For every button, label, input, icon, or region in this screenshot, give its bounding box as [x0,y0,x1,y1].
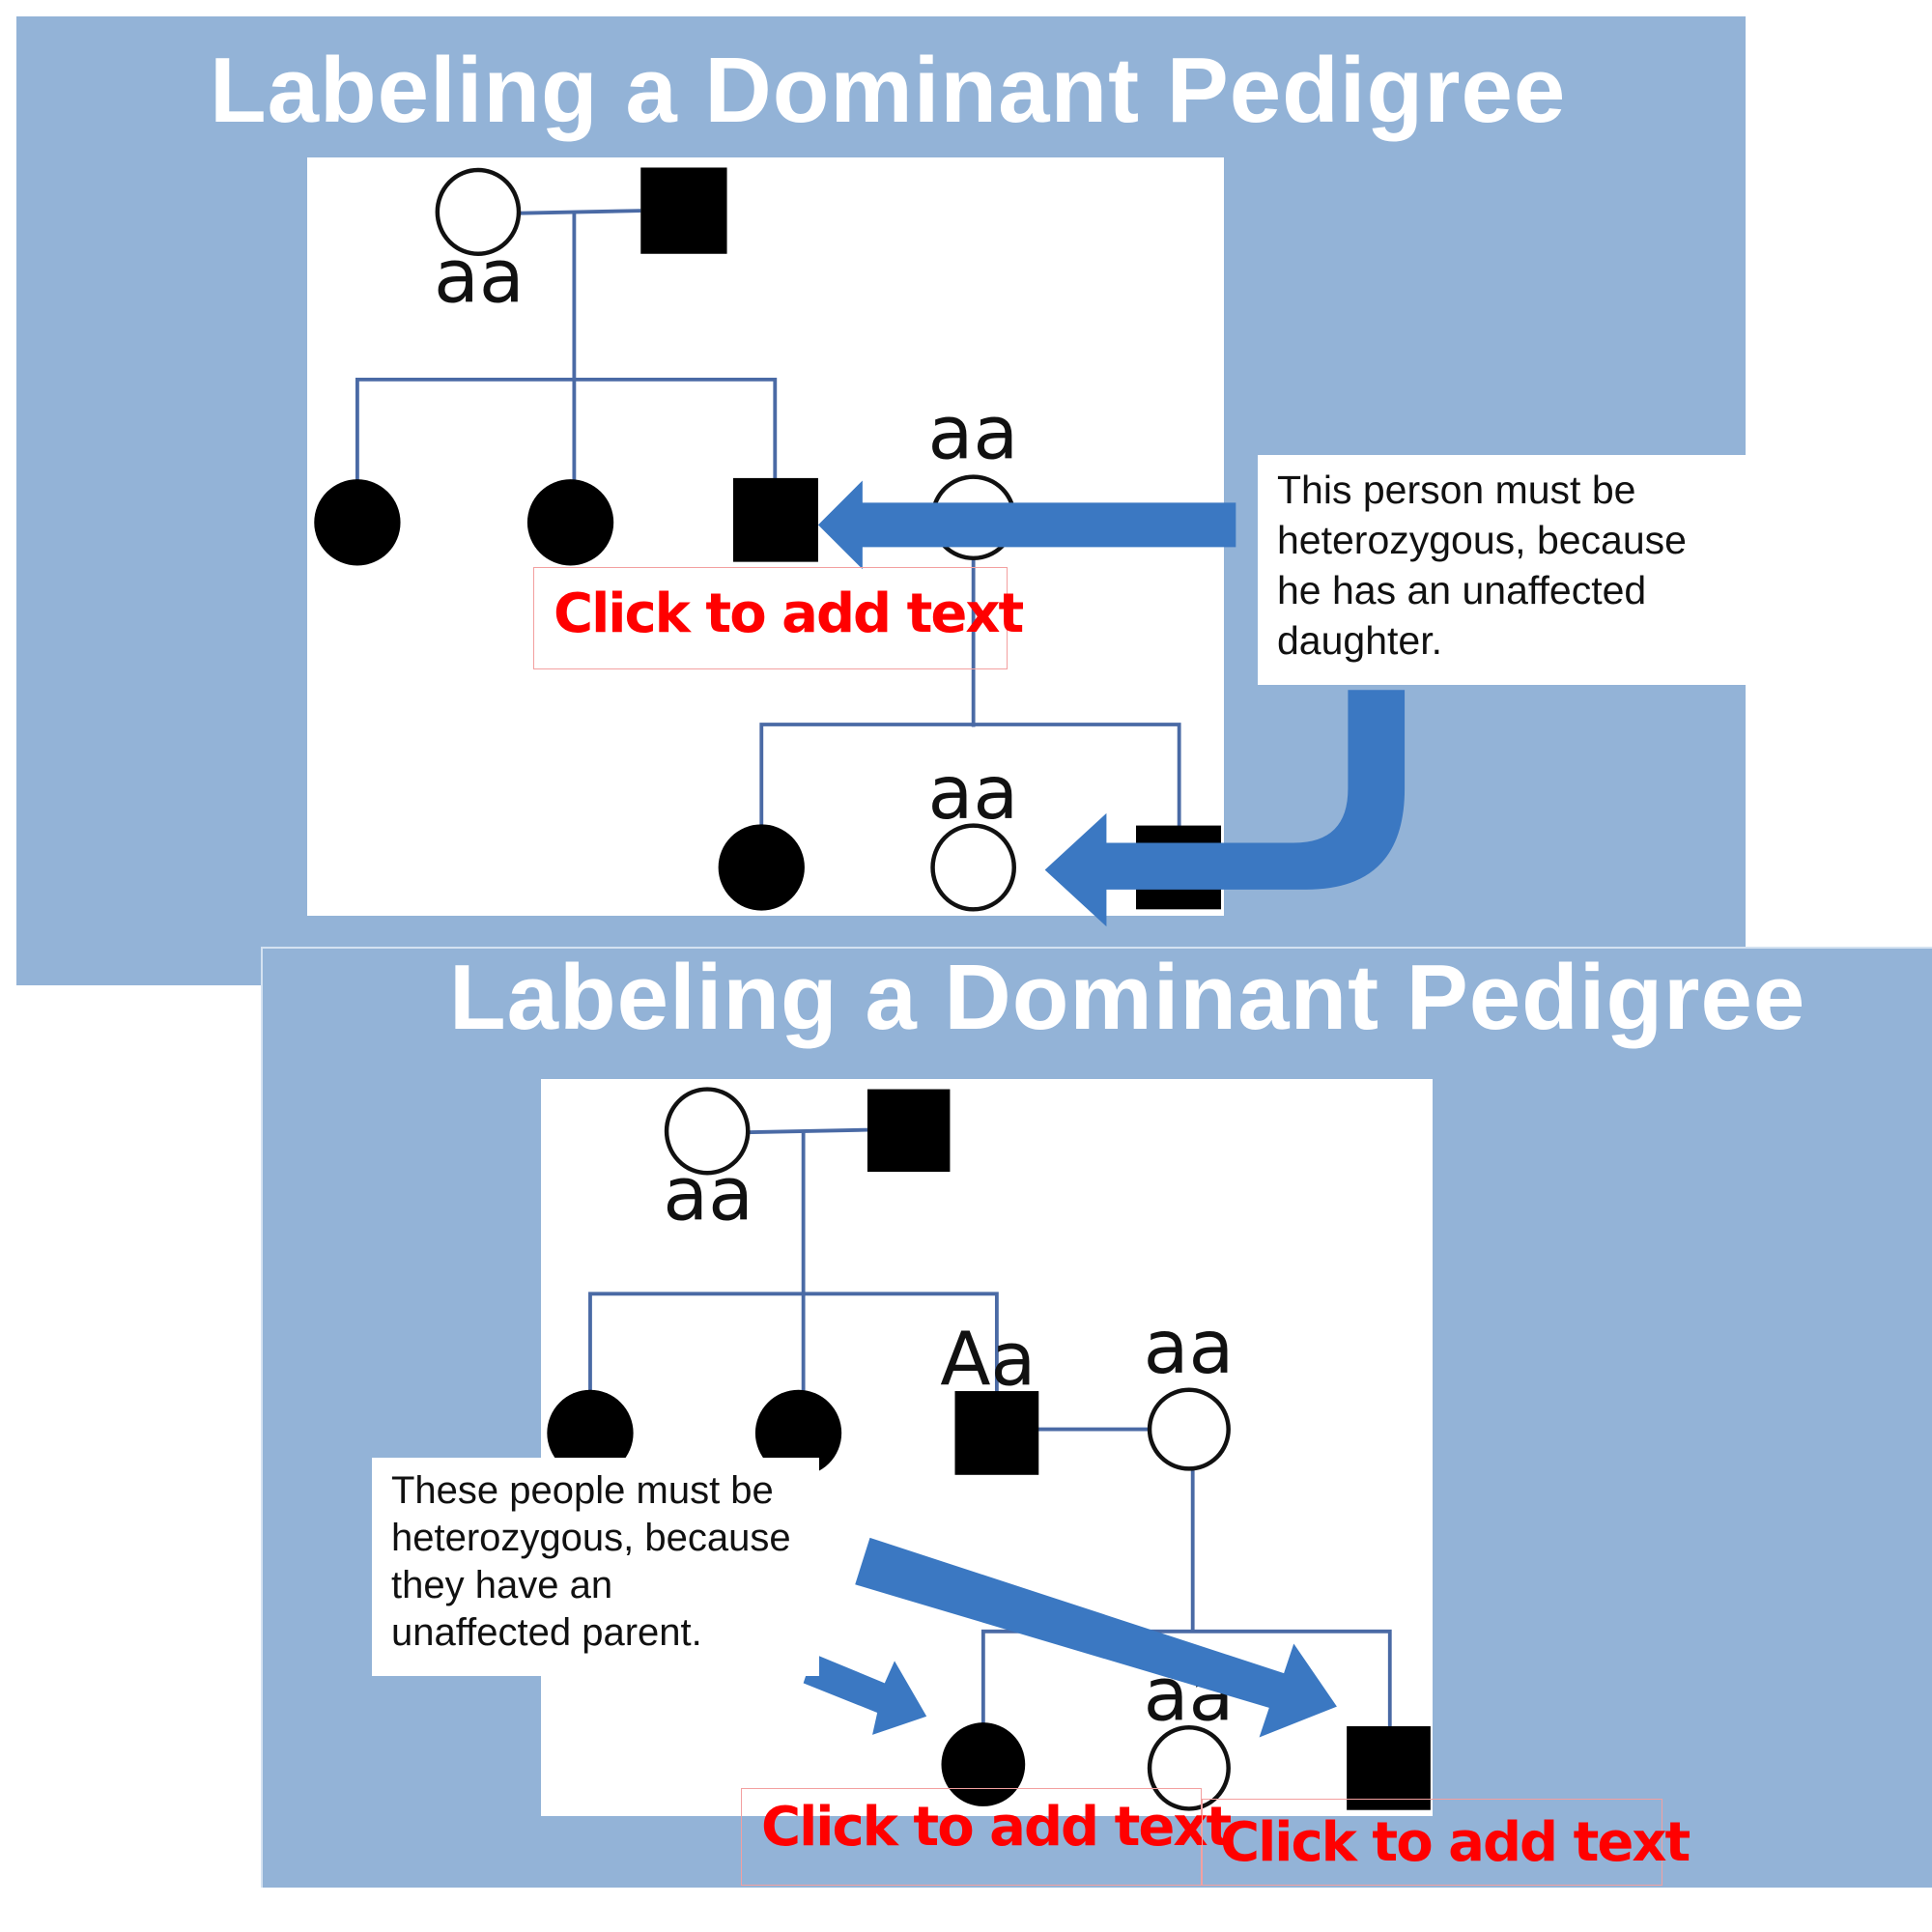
callout-line: unaffected parent. [391,1611,702,1654]
callout-textbox[interactable]: These people must be heterozygous, becau… [372,1458,819,1676]
slide-title[interactable]: Labeling a Dominant Pedigree [210,39,1567,142]
callout-line: These people must be [391,1469,774,1512]
callout-line: daughter. [1277,618,1442,663]
callout-line: heterozygous, because [1277,518,1687,562]
pedigree-image-2[interactable] [541,1079,1433,1816]
slide-title[interactable]: Labeling a Dominant Pedigree [449,946,1806,1049]
callout-textbox[interactable]: This person must be heterozygous, becaus… [1258,455,1746,685]
add-text-placeholder[interactable]: Click to add text [533,567,1024,669]
add-text-placeholder[interactable]: Click to add text [1202,1799,1690,1886]
callout-line: they have an [391,1564,613,1606]
callout-line: heterozygous, because [391,1517,791,1559]
pedigree-image-1[interactable] [307,157,1224,916]
add-text-placeholder[interactable]: Click to add text [741,1788,1232,1886]
callout-line: This person must be [1277,468,1636,512]
callout-line: he has an unaffected [1277,568,1647,612]
